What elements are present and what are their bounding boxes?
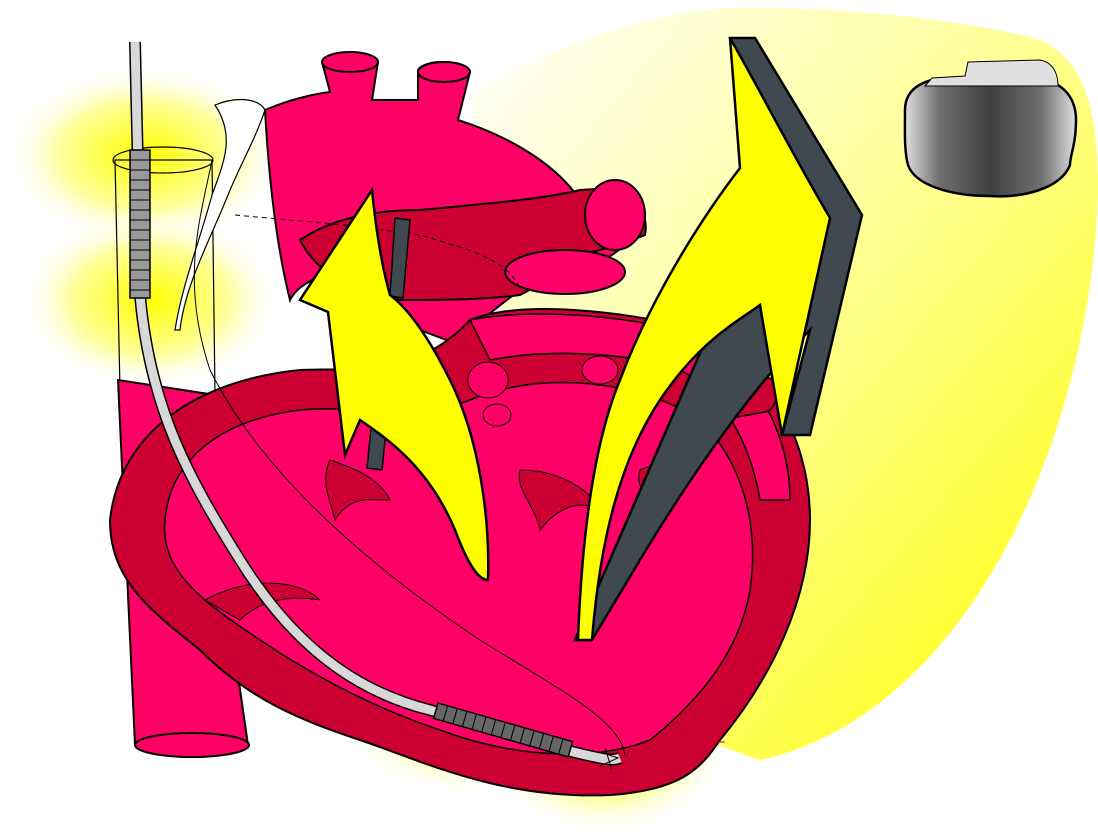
great-vessel-2 [418,62,470,82]
pulmonary-opening [505,250,625,294]
defibrillator-device-icon [905,60,1076,196]
pulmonary-branch [585,180,645,250]
valve-2 [483,404,511,426]
ivc-opening [135,733,249,757]
lead-coil-icon [130,150,150,298]
great-vessel-1 [322,52,378,72]
valve-3 [582,356,618,384]
valve-1 [468,362,508,398]
